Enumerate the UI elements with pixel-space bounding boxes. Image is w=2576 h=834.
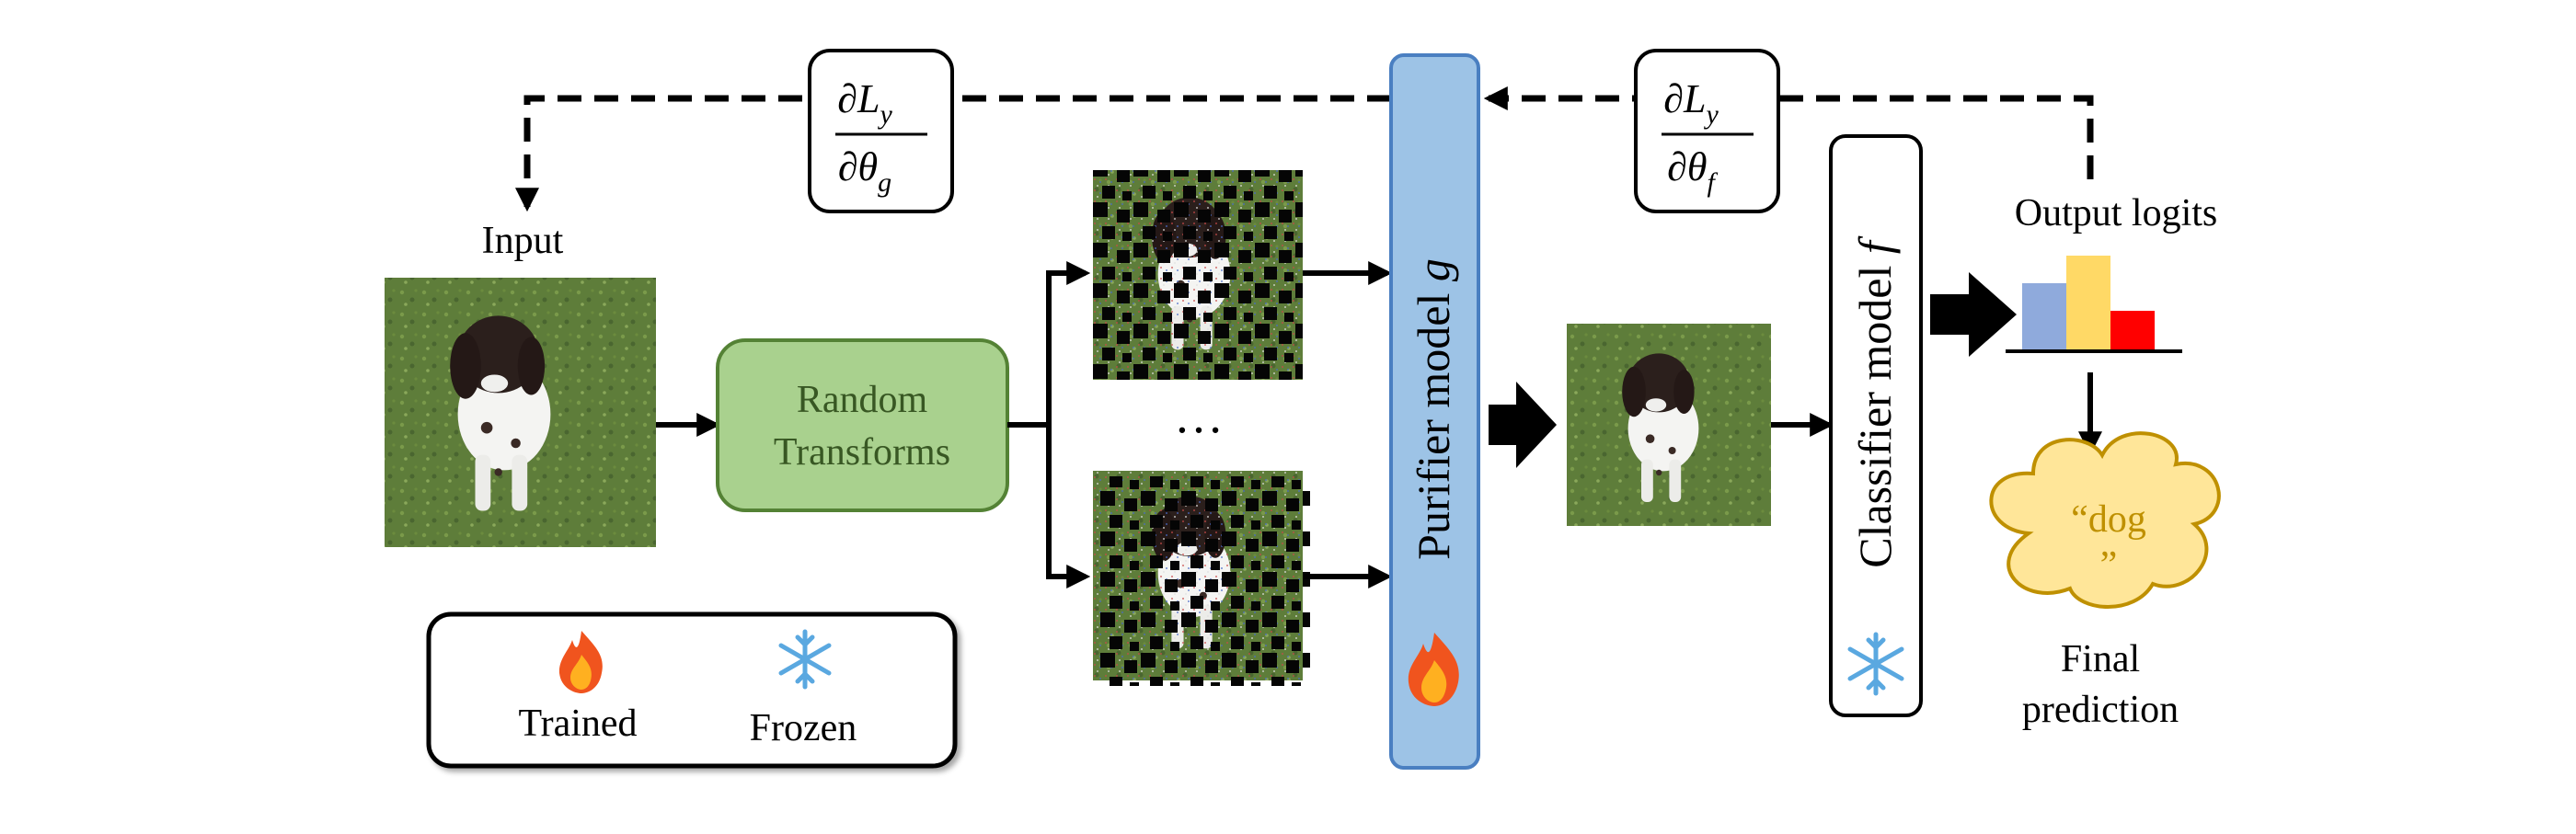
purifier-label: Purifier model g [1408, 258, 1459, 560]
input-label: Input [482, 220, 564, 262]
legend-box: Trained Frozen [426, 611, 958, 769]
classifier-to-logits-arrow [1930, 272, 2017, 357]
classifier-model-box: Classifier model f [1829, 134, 1923, 717]
grad-f-denominator: ∂θf [1667, 144, 1718, 198]
input-image [385, 278, 656, 547]
prediction-text-line1: “dog [2071, 498, 2146, 541]
logit-bar-3 [2110, 311, 2155, 349]
branch-arrows [1007, 261, 1091, 588]
prediction-text-line2: ” [2100, 544, 2118, 587]
grad-f-numerator: ∂Ly [1663, 76, 1719, 130]
grad-g-numerator: ∂Ly [837, 76, 892, 130]
svg-text:Transforms: Transforms [774, 431, 950, 474]
logit-bar-1 [2022, 283, 2066, 349]
ellipsis: … [1174, 388, 1224, 443]
final-prediction-label-2: prediction [2022, 689, 2179, 731]
transformed-image-1 [1093, 170, 1303, 380]
snowflake-icon [1847, 632, 1904, 696]
purifier-to-image-arrow [1489, 382, 1557, 468]
logit-bar-2 [2066, 256, 2110, 349]
legend-trained: Trained [518, 703, 637, 745]
random-transforms-box: Random Transforms [716, 338, 1009, 512]
output-logits-chart [2022, 256, 2155, 349]
transformed-to-purifier-arrows [1303, 261, 1393, 588]
legend-frozen: Frozen [750, 707, 857, 749]
final-prediction-label-1: Final [2061, 638, 2140, 680]
svg-text:Random: Random [797, 379, 928, 421]
gradient-theta-f-box: ∂Ly ∂θf [1634, 49, 1780, 213]
purified-image [1567, 324, 1771, 526]
classifier-label: Classifier model f [1849, 235, 1901, 568]
gradient-theta-g-box: ∂Ly ∂θg [808, 49, 954, 213]
transformed-image-2 [1093, 471, 1310, 686]
purifier-model-box: Purifier model g [1389, 53, 1480, 770]
fire-icon [558, 631, 603, 693]
snowflake-icon [778, 629, 832, 690]
prediction-cloud: “dog ” [1989, 431, 2221, 609]
output-logits-label: Output logits [2015, 192, 2218, 234]
fire-icon [1408, 633, 1459, 706]
grad-g-denominator: ∂θg [838, 144, 891, 198]
